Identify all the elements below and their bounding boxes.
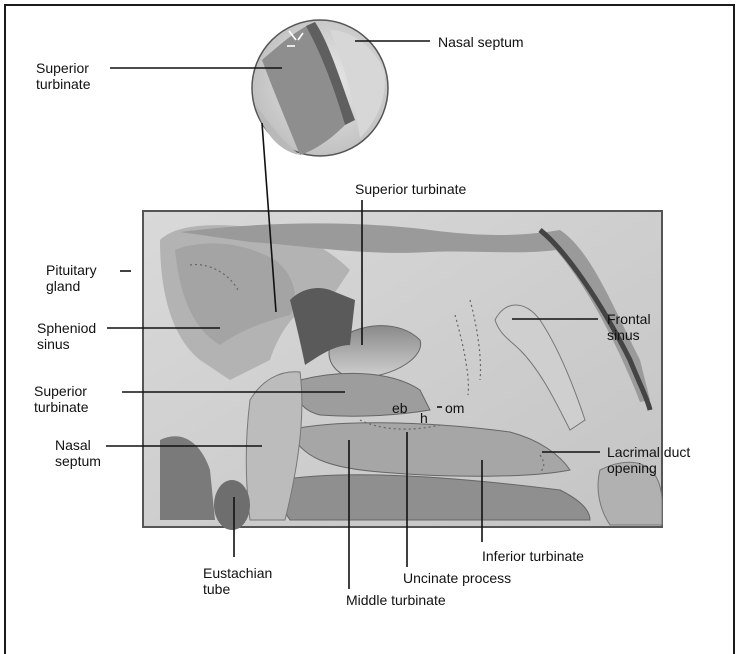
label-uncinate-process: Uncinate process <box>403 570 511 586</box>
label-eustachian-tube: Eustachian tube <box>203 565 272 597</box>
label-lacrimal-duct-opening: Lacrimal duct opening <box>607 444 690 476</box>
label-om: om <box>445 400 464 416</box>
label-pituitary-gland: Pituitary gland <box>46 262 97 294</box>
label-frontal-sinus: Frontal sinus <box>607 311 651 343</box>
label-superior-turbinate-top: Superior turbinate <box>36 60 90 92</box>
label-eb: eb <box>392 400 408 416</box>
label-middle-turbinate: Middle turbinate <box>346 592 446 608</box>
label-superior-turbinate-center: Superior turbinate <box>355 181 466 197</box>
label-nasal-septum-left: Nasal septum <box>55 437 101 469</box>
label-superior-turbinate-left: Superior turbinate <box>34 383 88 415</box>
label-h: h <box>420 410 428 426</box>
label-spheniod-sinus: Spheniod sinus <box>37 320 96 352</box>
label-inferior-turbinate: Inferior turbinate <box>482 548 584 564</box>
label-nasal-septum-top: Nasal septum <box>438 34 524 50</box>
sagittal-section <box>143 211 662 530</box>
